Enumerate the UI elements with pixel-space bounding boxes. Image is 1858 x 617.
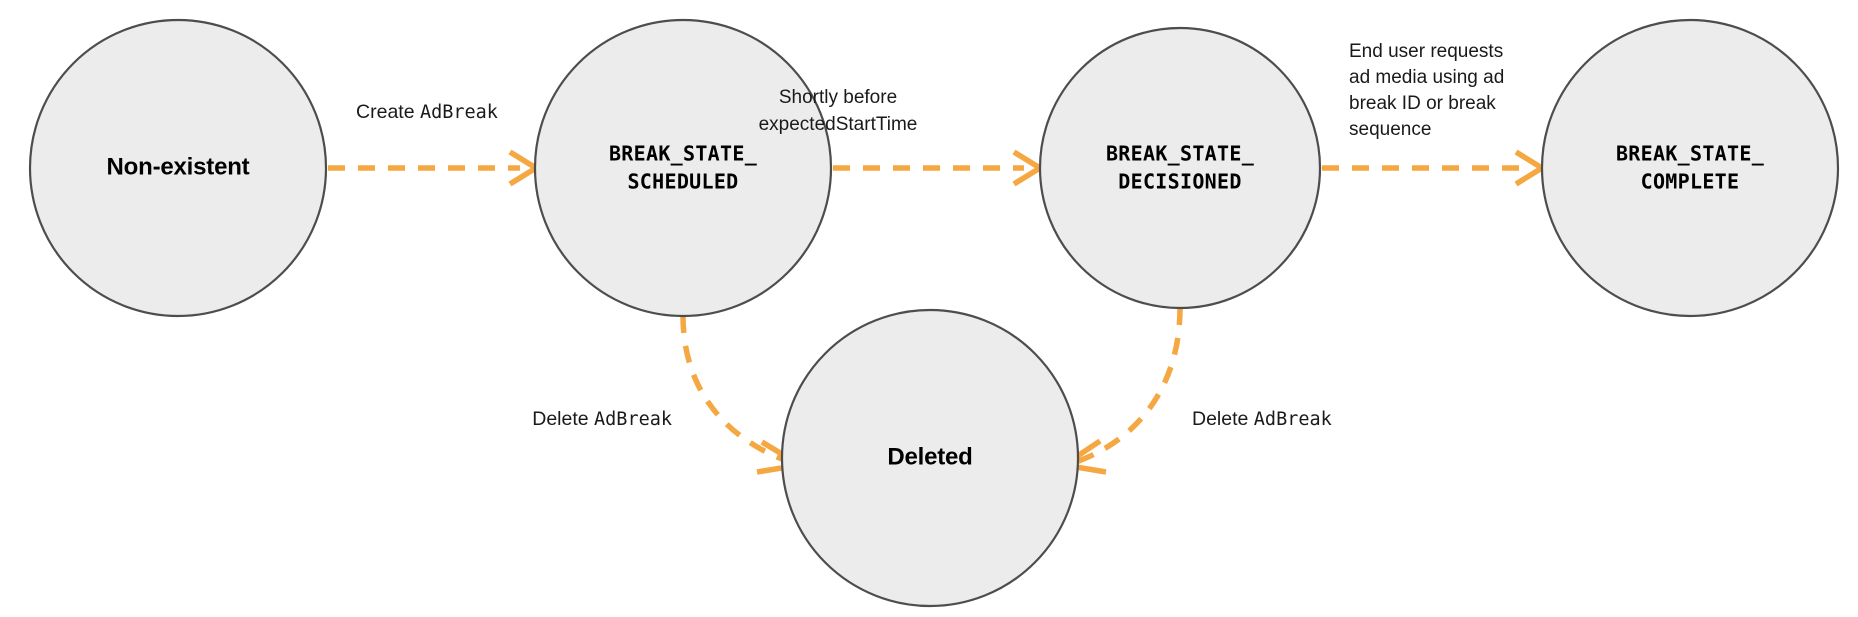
edge-label-end-user-requests: End user requests ad media using ad brea…	[1349, 41, 1504, 140]
node-non-existent[interactable]: Non-existent	[28, 18, 328, 318]
edge-create-adbreak	[328, 149, 542, 187]
node-break-state-complete-label-line2: COMPLETE	[1641, 170, 1740, 194]
node-break-state-scheduled-label-line1: BREAK_STATE_	[609, 142, 758, 166]
node-break-state-scheduled[interactable]: BREAK_STATE_ SCHEDULED	[533, 18, 833, 318]
edge-label-end-user-requests-line4: sequence	[1349, 119, 1431, 140]
node-break-state-complete-outline	[1540, 18, 1840, 318]
node-break-state-scheduled-fill	[535, 20, 831, 316]
edge-delete-from-scheduled-line	[680, 315, 791, 465]
edge-delete-from-decisioned	[1056, 307, 1183, 475]
node-break-state-scheduled-outline	[533, 18, 833, 318]
node-break-state-complete-label-line1: BREAK_STATE_	[1616, 142, 1765, 166]
node-non-existent-fill	[30, 20, 326, 316]
node-non-existent-label: Non-existent	[107, 153, 250, 180]
edge-label-delete-from-scheduled: Delete AdBreak	[532, 408, 672, 430]
node-break-state-decisioned-label-line1: BREAK_STATE_	[1106, 142, 1255, 166]
edge-label-end-user-requests-line1: End user requests	[1349, 41, 1503, 62]
node-break-state-complete-fill	[1542, 20, 1838, 316]
edge-label-create-adbreak-seg1: Create	[356, 101, 420, 123]
edge-label-shortly-before-line1: Shortly before	[779, 87, 897, 108]
edge-label-delete-from-decisioned-seg1: Delete	[1192, 408, 1254, 430]
node-break-state-decisioned-fill	[1040, 28, 1320, 308]
edge-label-shortly-before: Shortly before expectedStartTime	[759, 87, 918, 135]
edge-label-create-adbreak: Create AdBreak	[356, 101, 498, 123]
node-break-state-decisioned-outline	[1038, 26, 1322, 310]
node-break-state-decisioned[interactable]: BREAK_STATE_ DECISIONED	[1038, 26, 1322, 310]
node-deleted-fill	[782, 310, 1078, 606]
edge-label-shortly-before-line2: expectedStartTime	[759, 114, 918, 135]
edge-label-create-adbreak-line1: Create AdBreak	[356, 101, 498, 123]
edge-end-user-requests	[1322, 149, 1548, 187]
edge-label-delete-from-decisioned: Delete AdBreak	[1192, 408, 1332, 430]
node-break-state-complete[interactable]: BREAK_STATE_ COMPLETE	[1540, 18, 1840, 318]
edge-label-end-user-requests-line2: ad media using ad	[1349, 67, 1504, 88]
edge-label-delete-from-decisioned-seg2: AdBreak	[1254, 409, 1332, 430]
edge-label-delete-from-scheduled-seg1: Delete	[532, 408, 594, 430]
node-deleted[interactable]: Deleted	[780, 308, 1080, 608]
edge-shortly-before	[833, 149, 1046, 187]
edge-label-delete-from-scheduled-seg2: AdBreak	[594, 409, 672, 430]
node-break-state-scheduled-label-line2: SCHEDULED	[627, 170, 738, 194]
edge-delete-from-decisioned-line	[1075, 307, 1183, 465]
edge-label-delete-from-decisioned-line1: Delete AdBreak	[1192, 408, 1332, 430]
node-deleted-outline	[780, 308, 1080, 608]
node-deleted-label: Deleted	[887, 443, 972, 470]
edge-label-delete-from-scheduled-line1: Delete AdBreak	[532, 408, 672, 430]
edge-label-create-adbreak-seg2: AdBreak	[420, 102, 498, 123]
edge-end-user-requests-arrowhead	[1514, 149, 1548, 187]
node-break-state-decisioned-label-line2: DECISIONED	[1118, 170, 1241, 194]
node-non-existent-outline	[28, 18, 328, 318]
edge-label-end-user-requests-line3: break ID or break	[1349, 93, 1496, 114]
